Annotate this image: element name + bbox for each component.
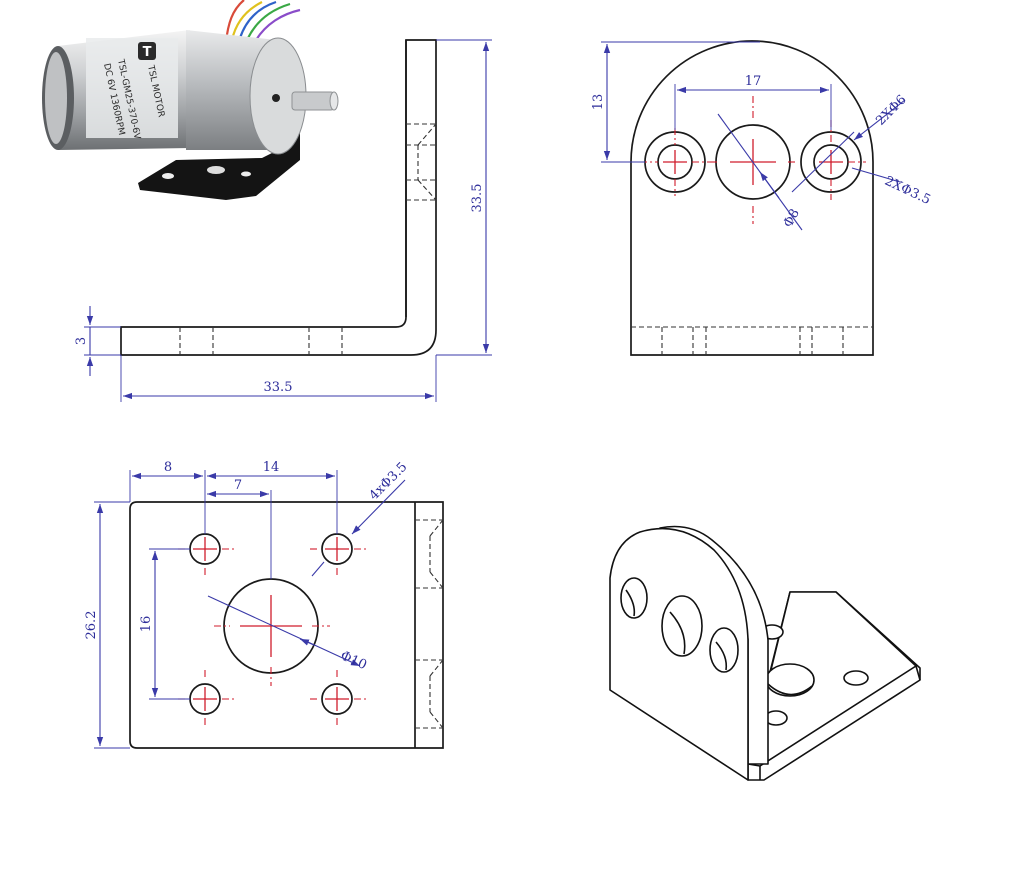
- leader-outer-hole: [853, 99, 906, 141]
- plan-view-outline: [129, 501, 444, 749]
- hidden-line: [429, 711, 444, 729]
- iso-base-center-hole-wall: [767, 683, 813, 696]
- motor-wire: [255, 8, 301, 41]
- leader-plan-holes: [311, 561, 325, 577]
- motor-bracket-hole: [207, 166, 225, 174]
- hidden-line: [417, 179, 437, 201]
- front-view: 17 13 Φ8 2XΦ6 2XΦ3.5: [591, 40, 933, 356]
- dim-center-height-label: 13: [591, 94, 606, 111]
- plan-view: 8 14 7 4xΦ3.5 16 26.2 Φ10: [84, 460, 444, 749]
- dim-edge-offset-label: 8: [164, 460, 172, 475]
- motor-screw: [272, 94, 280, 102]
- plan-hole-bottom-right: [310, 670, 366, 728]
- motor-label: [86, 38, 178, 138]
- hidden-line: [429, 519, 444, 537]
- side-view: 33.5 33.5 3: [74, 39, 492, 402]
- brand-logo-glyph: T: [143, 45, 152, 60]
- motor-shaft-end: [329, 91, 339, 111]
- leader-inner-hole: [791, 131, 855, 193]
- iso-base-edge: [915, 665, 921, 681]
- iso-base-center-hole: [765, 663, 815, 697]
- dim-length-label: 33.5: [264, 380, 293, 395]
- iso-upright-hole-center: [661, 595, 703, 657]
- motor-wire: [247, 2, 291, 39]
- motor-bracket-hole: [162, 173, 174, 179]
- plan-center-hole: [214, 578, 330, 686]
- leader-plan-center-hole: [207, 595, 361, 667]
- motor-photo: T TSL MOTOR TSL-GM25-370-6V DC 6V 1360RP…: [42, 0, 339, 200]
- leader-inner-hole: [851, 167, 901, 183]
- motor-bracket-hole: [241, 171, 251, 177]
- iso-upright-hole-left: [620, 577, 648, 619]
- hidden-line: [429, 571, 444, 589]
- iso-upright-hole-left-wall: [625, 589, 636, 617]
- hidden-line: [429, 659, 444, 677]
- front-outer-callout: 2XΦ6: [873, 92, 909, 128]
- dim-center-offset-label: 7: [234, 478, 242, 493]
- hidden-line: [417, 123, 437, 146]
- brand-logo: [138, 42, 156, 60]
- iso-upright-hole-right-wall: [715, 641, 728, 671]
- leader-plan-holes: [351, 479, 406, 535]
- dim-plate-height-label: 26.2: [84, 611, 99, 640]
- leader-plan-center-hole: [299, 638, 315, 646]
- isometric-view: [609, 525, 921, 781]
- iso-base-hole: [843, 670, 869, 686]
- iso-upright-hole-right: [709, 627, 739, 673]
- motor-shaft: [291, 91, 335, 111]
- dim-hole-spacing-x-label: 14: [263, 460, 280, 475]
- motor-wire: [238, 0, 277, 39]
- leader-center-hole: [759, 171, 780, 199]
- plan-hole-top-left: [178, 533, 234, 578]
- motor-can-end: [45, 52, 67, 144]
- motor-bracket: [138, 86, 300, 200]
- dim-thickness-label: 3: [74, 337, 89, 345]
- dim-height-label: 33.5: [470, 184, 485, 213]
- iso-upright-hole-center-wall: [669, 611, 686, 655]
- front-view-outline: [630, 40, 874, 356]
- iso-base-top: [747, 591, 917, 767]
- plan-hole-top-right: [310, 533, 366, 578]
- plan-center-hole-label: Φ10: [338, 648, 369, 673]
- dim-hole-spacing-label: 17: [745, 74, 762, 89]
- front-inner-callout: 2XΦ3.5: [882, 174, 933, 208]
- dim-hole-spacing-y-label: 16: [139, 616, 154, 633]
